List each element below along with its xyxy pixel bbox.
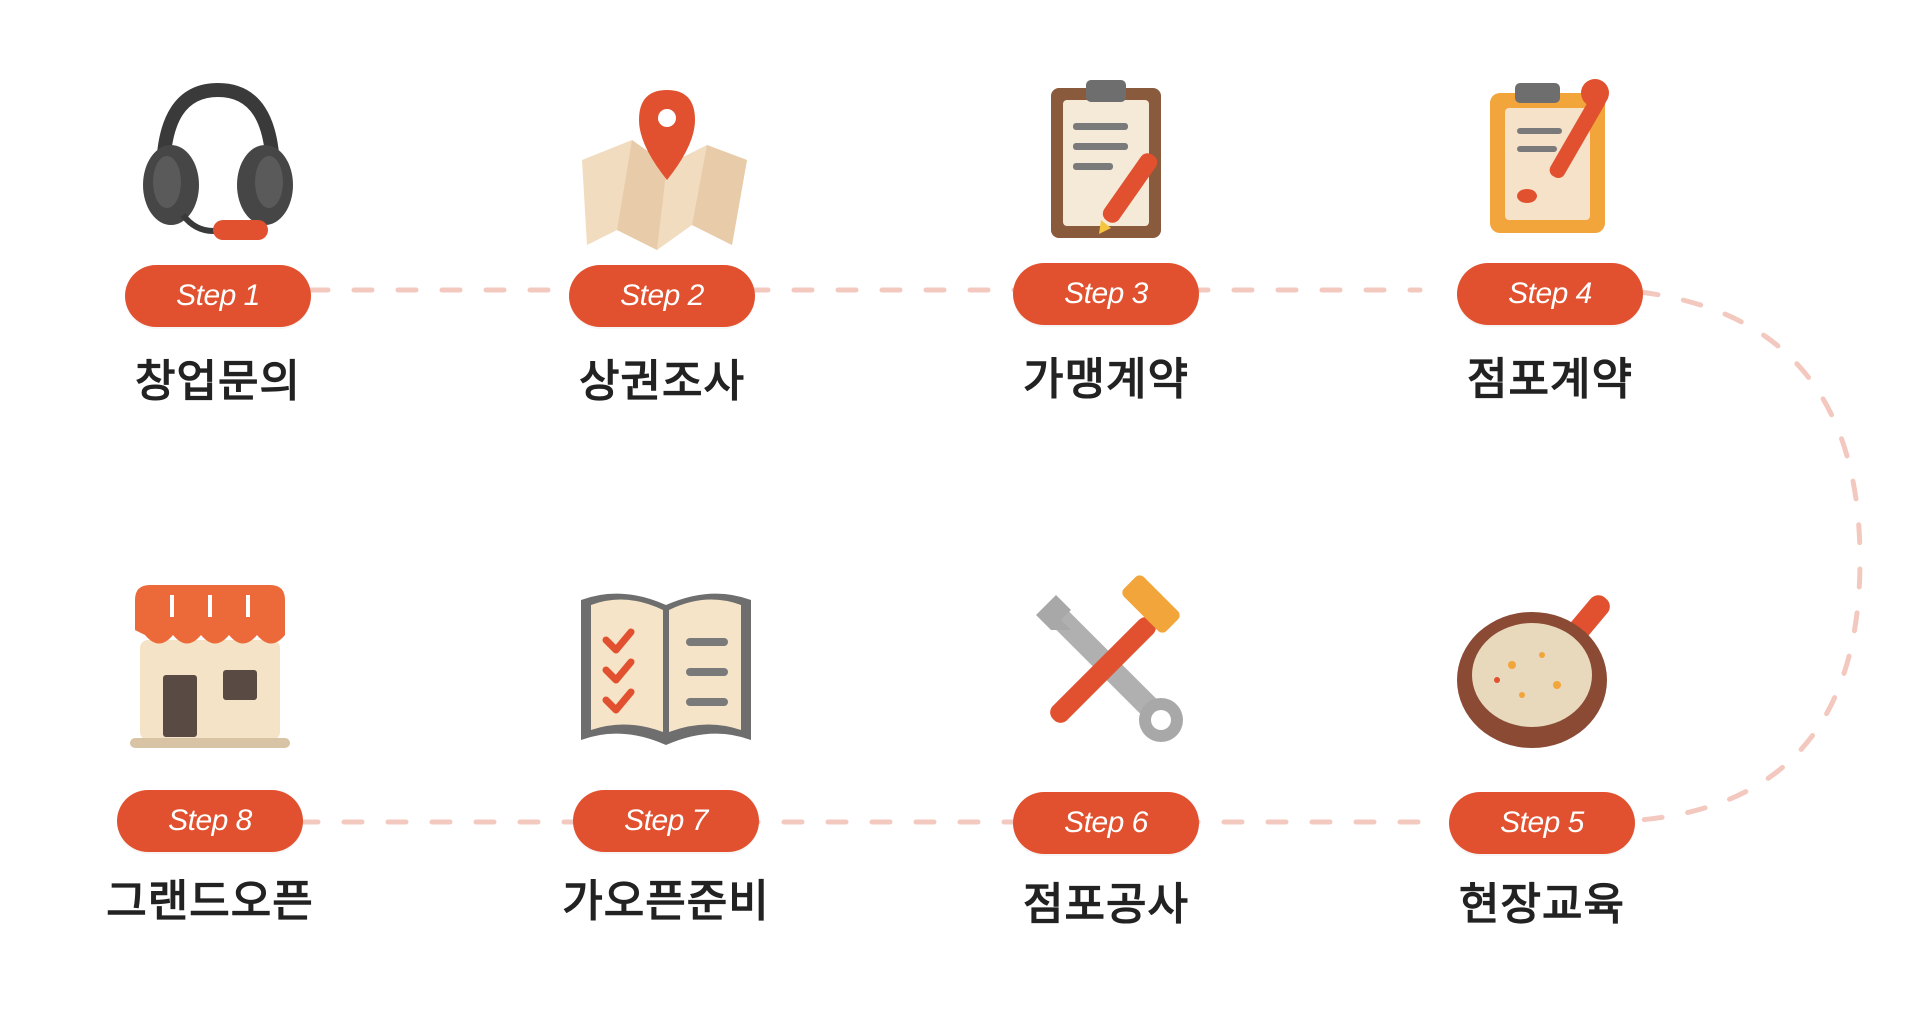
step-3-title: 가맹계약 xyxy=(1023,354,1189,405)
step-4-title: 점포계약 xyxy=(1467,354,1633,405)
step-8-badge: Step 8 xyxy=(117,790,303,852)
step-2-title: 상권조사 xyxy=(579,356,745,407)
step-1-badge: Step 1 xyxy=(125,265,311,327)
step-2: Step 2 상권조사 xyxy=(532,70,792,490)
step-3: Step 3 가맹계약 xyxy=(976,68,1236,488)
step-8-title: 그랜드오픈 xyxy=(106,876,314,927)
storefront-icon xyxy=(115,570,305,760)
step-5-title: 현장교육 xyxy=(1459,879,1625,930)
step-8: Step 8 그랜드오픈 xyxy=(80,570,340,990)
step-5-badge: Step 5 xyxy=(1449,792,1635,854)
step-7: Step 7 가오픈준비 xyxy=(536,570,796,990)
contract-sign-icon xyxy=(1455,68,1645,258)
frying-pan-icon xyxy=(1447,570,1637,760)
step-1-title: 창업문의 xyxy=(135,356,301,407)
step-4-badge: Step 4 xyxy=(1457,263,1643,325)
step-7-badge: Step 7 xyxy=(573,790,759,852)
step-3-badge: Step 3 xyxy=(1013,263,1199,325)
step-6-title: 점포공사 xyxy=(1023,879,1189,930)
map-pin-icon xyxy=(567,70,757,260)
step-6-badge: Step 6 xyxy=(1013,792,1199,854)
step-1: Step 1 창업문의 xyxy=(88,70,348,490)
headset-icon xyxy=(123,70,313,260)
clipboard-pen-icon xyxy=(1011,68,1201,258)
step-5: Step 5 현장교육 xyxy=(1412,570,1672,990)
tools-icon xyxy=(1011,570,1201,760)
checklist-book-icon xyxy=(571,570,761,760)
step-6: Step 6 점포공사 xyxy=(976,570,1236,990)
step-7-title: 가오픈준비 xyxy=(562,876,770,927)
step-4: Step 4 점포계약 xyxy=(1420,68,1680,488)
step-2-badge: Step 2 xyxy=(569,265,755,327)
